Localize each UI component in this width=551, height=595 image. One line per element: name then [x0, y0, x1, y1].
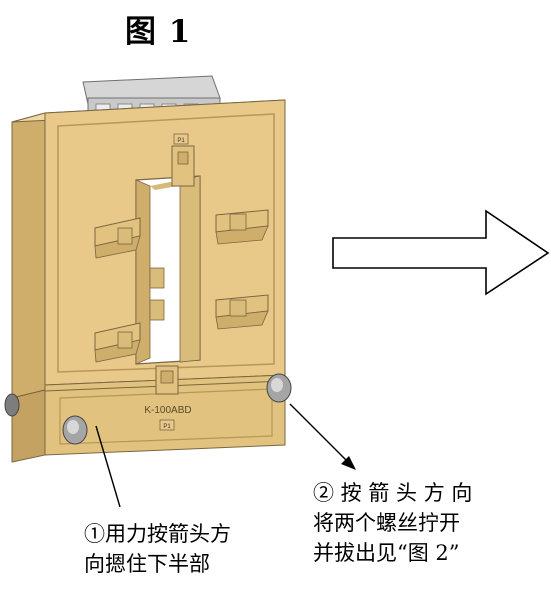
right-clips: [215, 209, 269, 330]
callout-step1: ①用力按箭头方 向摁住下半部: [84, 519, 231, 579]
direction-arrow: [332, 209, 550, 296]
pointer-arrowhead-2: [341, 456, 356, 470]
left-clips: [94, 217, 141, 363]
callout-step1-line1: ①用力按箭头方: [84, 522, 231, 546]
screws: [4, 373, 292, 445]
callout-step2-line2: 将两个螺丝拧开: [313, 511, 460, 535]
callout-step1-line2: 向摁住下半部: [84, 552, 210, 576]
top-p1-marker: P1: [177, 138, 185, 144]
figure-title: 图 1: [125, 14, 192, 50]
callout-step2-line1: ② 按 箭 头 方 向: [313, 481, 473, 505]
transformer-body: P1 K-100ABD P1: [11, 99, 286, 463]
bottom-p1-marker: P1: [163, 424, 171, 430]
pointer-line-1: [95, 425, 121, 508]
callout-step2-line3: 并拔出见“图 2”: [313, 541, 460, 565]
callout-step2: ② 按 箭 头 方 向 将两个螺丝拧开 并拔出见“图 2”: [313, 478, 472, 568]
pointer-line-2: [289, 403, 349, 463]
model-label: K-100ABD: [144, 405, 191, 416]
